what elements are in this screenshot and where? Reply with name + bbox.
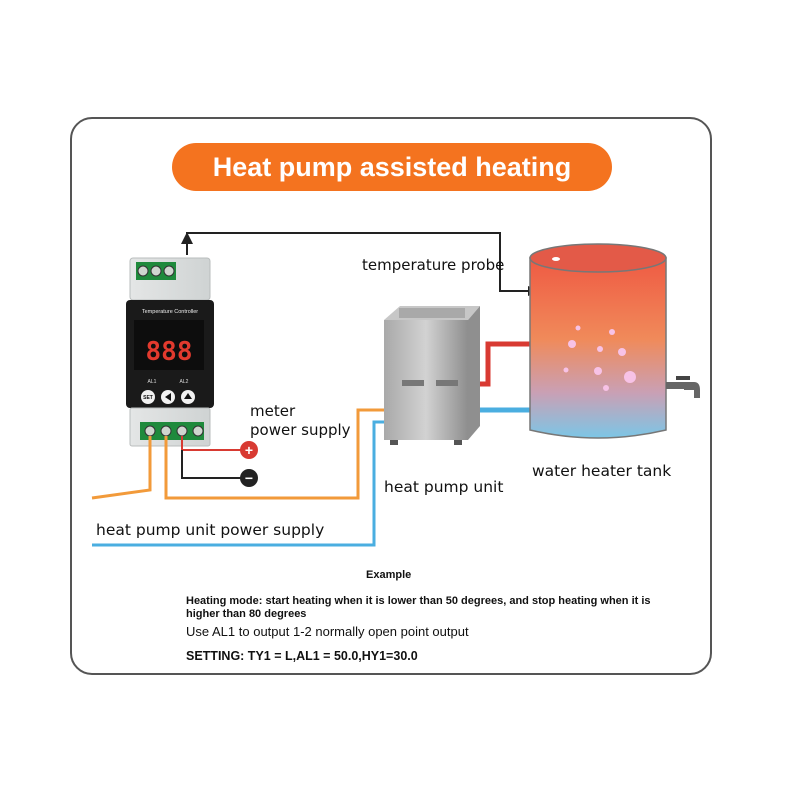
label-meter-line2: power supply [250, 421, 351, 439]
water-heater-tank [529, 243, 667, 439]
heat-pump-unit [384, 306, 480, 445]
example-heading: Example [366, 569, 412, 581]
positive-terminal-icon [240, 441, 258, 459]
diagram-frame [70, 117, 712, 675]
controller-buttons [141, 390, 195, 404]
label-meter-power-supply: meter power supply [250, 402, 351, 440]
controller-display: 888 [146, 337, 193, 367]
al2-indicator-label: AL2 [180, 379, 189, 385]
label-heat-pump-unit: heat pump unit [384, 478, 504, 496]
up-arrow-icon [184, 393, 192, 399]
plus-sign: + [245, 442, 253, 458]
example-heating-mode: Heating mode: start heating when it is l… [186, 595, 651, 620]
example-al1-output: Use AL1 to output 1-2 normally open poin… [186, 624, 469, 639]
label-heat-pump-unit-power-supply: heat pump unit power supply [96, 521, 325, 539]
set-button[interactable] [141, 390, 155, 404]
example-setting: SETTING: TY1 = L,AL1 = 50.0,HY1=30.0 [186, 649, 418, 663]
negative-terminal-icon [240, 469, 258, 487]
blue-wire [92, 420, 388, 547]
label-meter-line1: meter [250, 402, 296, 420]
label-water-heater-tank: water heater tank [532, 462, 672, 480]
left-arrow-icon [165, 393, 171, 401]
minus-sign: − [245, 470, 253, 486]
al1-indicator-label: AL1 [148, 379, 157, 385]
orange-wires [91, 408, 388, 500]
faucet-icon [666, 376, 700, 398]
meter-power-wires [181, 436, 258, 487]
temperature-controller [126, 257, 214, 447]
set-button-label: SET [143, 395, 153, 401]
label-temperature-probe: temperature probe [362, 256, 505, 274]
controller-header: Temperature Controller [142, 309, 198, 315]
diagram-title: Heat pump assisted heating [172, 143, 612, 191]
pipes [480, 341, 530, 413]
